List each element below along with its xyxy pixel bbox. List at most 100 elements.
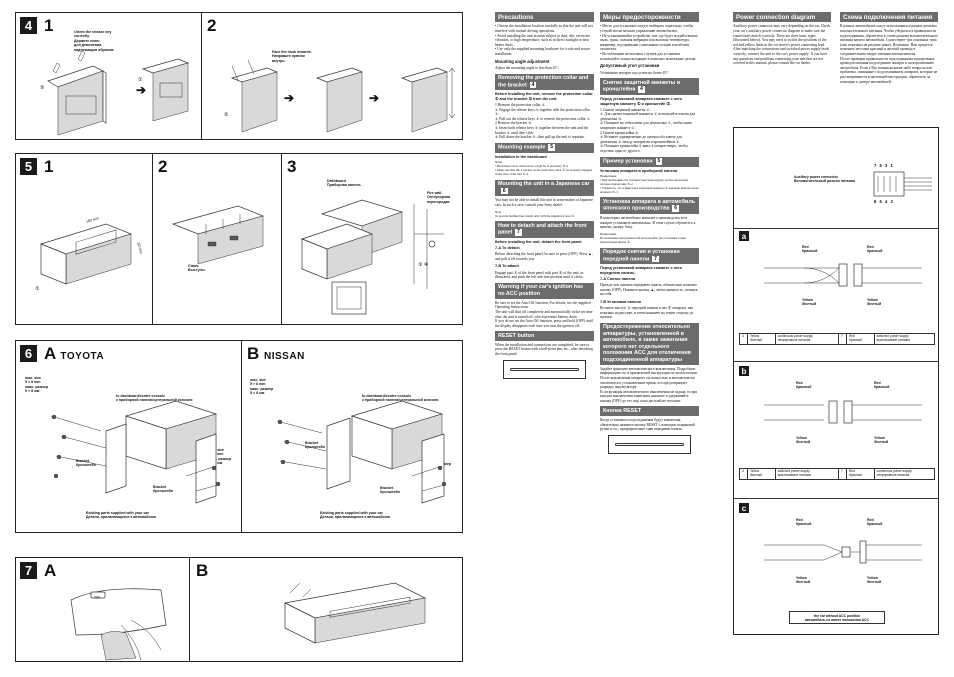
connector-pins-bottom: 8 6 4 2 — [874, 199, 894, 204]
variant-letter: A — [44, 561, 57, 580]
red-lead-label: Red Красный — [796, 381, 812, 390]
mounting-example-notes: Notes • Bend these claws outward for a t… — [495, 160, 592, 176]
remove-collar-heading: Removing the protection collar and the b… — [495, 73, 594, 91]
claws-label: Claws Выступы — [188, 264, 205, 273]
dashboard-installation-illustration: ③ ④ — [300, 199, 444, 315]
russian-column: Меры предосторожности • Место для устано… — [600, 12, 699, 458]
figure-5-step-1: 5 1 ① 182 mm 53 mm — [16, 154, 152, 324]
english-column: Precautions • Choose the installation lo… — [495, 12, 594, 383]
power-ru-column: Схема подключения питания В разных автом… — [840, 12, 938, 87]
release-key-note: Orient the release key correctly. Держит… — [74, 30, 115, 52]
power-diagram-heading: Схема подключения питания — [840, 12, 938, 23]
front-panel-intro: Перед установкой аппарата снимите с него… — [600, 266, 682, 275]
front-panel-heading: Порядок снятия и установки передней пане… — [600, 247, 699, 265]
japanese-car-heading: Установка аппарата в автомобиль японског… — [600, 197, 699, 215]
angle-heading: Mounting angle adjustment — [495, 58, 550, 64]
svg-text:⑤: ⑤ — [40, 85, 45, 91]
remove-collar-steps: 1 Снятие защитной манжеты ①. ① Для сняти… — [600, 107, 695, 154]
toyota-heading: A TOYOTA — [44, 344, 104, 364]
bracket-label-2: Bracket Кронштейн — [380, 486, 400, 495]
figure-5-step-2: 2 Claws Выступы — [152, 154, 281, 324]
off-button-label: OFF — [94, 595, 100, 599]
figure-panel-6: 6 A TOYOTA max. size 5 × 8 mm макс. разм… — [15, 340, 463, 533]
yellow-lead-label-2: Yellow Желтый — [867, 576, 882, 585]
japanese-car-note: Note To prevent malfunction, install onl… — [495, 209, 575, 218]
figure-7-detach: 7 A OFF — [16, 558, 189, 661]
attach-text: Вставьте выступ Ⓐ передней панели в паз … — [600, 305, 694, 320]
detach-text: Before detaching the front panel, be sur… — [495, 252, 593, 261]
substep-number: 2 — [158, 157, 168, 176]
acc-warning-heading: Предостережение относительно аппаратуры,… — [600, 322, 699, 365]
detach-heading: 7-A Снятие панели — [600, 276, 636, 281]
brand-name: NISSAN — [264, 351, 305, 362]
no-acc-warning: the car without ACC position автомобиль … — [789, 611, 885, 625]
figure-5-step-3: 3 Dashboard Приборная панель Fire wall О… — [281, 154, 464, 324]
supplied-parts-label: Existing parts supplied with your car Де… — [320, 511, 390, 520]
attach-panel-illustration — [283, 582, 427, 644]
attach-heading: 7-B To attach — [495, 264, 519, 269]
variant-letter: B — [196, 561, 209, 580]
angle-text: Adjust the mounting angle to less than 4… — [495, 66, 559, 71]
acc-warning-heading: Warning if your car's ignition has no AC… — [495, 282, 594, 299]
mounting-example-notes: Примечания • При необходимости отогните … — [600, 173, 699, 194]
yellow-lead-label: Yellow Желтый — [796, 576, 811, 585]
reset-button-illustration — [608, 434, 691, 454]
variant-letter: B — [247, 344, 260, 363]
attach-heading: 7-B Установка панели — [600, 299, 641, 304]
connector-pins-top: 7 5 3 1 — [874, 163, 894, 168]
console-label: to dashboard/centre console к приборной … — [362, 394, 439, 403]
svg-text:①: ① — [35, 286, 40, 292]
detach-heading: 7-A To detach — [495, 246, 520, 251]
power-diagram-heading: Power connection diagram — [733, 12, 831, 23]
svg-text:③ ④: ③ ④ — [418, 262, 429, 268]
figure-panel-4: 4 1 Orient the release key correctly. Де… — [15, 12, 463, 140]
step-number: 6 — [20, 345, 37, 362]
bracket-label-2: Bracket Кронштейн — [153, 485, 173, 494]
hook-note: Face the hook inwards. Направьте крючок … — [272, 50, 312, 63]
substep-number: 1 — [44, 157, 54, 176]
attach-text: Engage part Ⓐ of the front panel with pa… — [495, 270, 584, 280]
detach-text: Прежде чем снимать переднюю панель, обяз… — [600, 283, 698, 297]
connection-table-b: 4 Yellow Желтый switched power supply вы… — [739, 468, 935, 480]
substep-number: 2 — [207, 16, 217, 35]
mounting-example-sub: Installation in the dashboard — [495, 155, 547, 160]
variant-box-b: b — [739, 366, 749, 376]
power-diagram-text: Auxiliary power connector may vary depen… — [733, 24, 831, 66]
reset-heading: Кнопка RESET — [600, 406, 699, 416]
figure-panel-7: 7 A OFF B — [15, 557, 463, 662]
variant-box-a: a — [739, 231, 749, 241]
reset-heading: RESET button — [495, 331, 594, 341]
substep-number: 3 — [287, 157, 297, 176]
svg-text:①: ① — [138, 77, 143, 83]
angle-text: Установите аппарат под углом не более 45… — [600, 70, 669, 75]
substep-number: 1 — [44, 16, 54, 35]
aux-connector-icon — [873, 171, 932, 197]
red-lead-label-2: Red Красный — [874, 381, 890, 390]
wiring-c — [764, 540, 922, 564]
aux-connector-label: Auxiliary power connector Вспомогательны… — [794, 175, 856, 184]
figure-7-attach: B — [189, 558, 464, 661]
brand-name: TOYOTA — [60, 351, 105, 362]
angle-heading: Допустимый угол установки — [600, 63, 660, 69]
japanese-car-text: В некоторых автомобилях японского произв… — [600, 216, 696, 230]
front-panel-heading: How to detach and attach the front panel… — [495, 221, 594, 239]
red-lead-label: Red Красный — [796, 518, 812, 527]
svg-text:②: ② — [224, 112, 229, 118]
variant-letter: A — [44, 344, 56, 363]
variant-box-c: c — [739, 503, 749, 513]
screw-size-label: max. size 5 × 8 mm макс. размер 5 × 8 мм — [250, 378, 274, 396]
mounting-example-sub: Установка аппарата в приборной панели — [600, 168, 678, 173]
step-number: 5 — [20, 158, 37, 175]
dashboard-label: Dashboard Приборная панель — [327, 179, 361, 188]
remove-collar-intro: Перед установкой аппарата снимите с него… — [600, 97, 682, 106]
japanese-car-text: You may not be able to install this unit… — [495, 198, 593, 208]
red-lead-label-2: Red Красный — [867, 245, 883, 254]
detach-panel-illustration — [70, 588, 167, 661]
release-key-illustration: ⑤ ① — [40, 50, 190, 136]
console-label: to dashboard/centre console к приборной … — [116, 394, 193, 403]
step-number: 4 — [20, 17, 37, 34]
power-diagram-text: В разных автомобилях могут использоватьс… — [840, 24, 938, 84]
